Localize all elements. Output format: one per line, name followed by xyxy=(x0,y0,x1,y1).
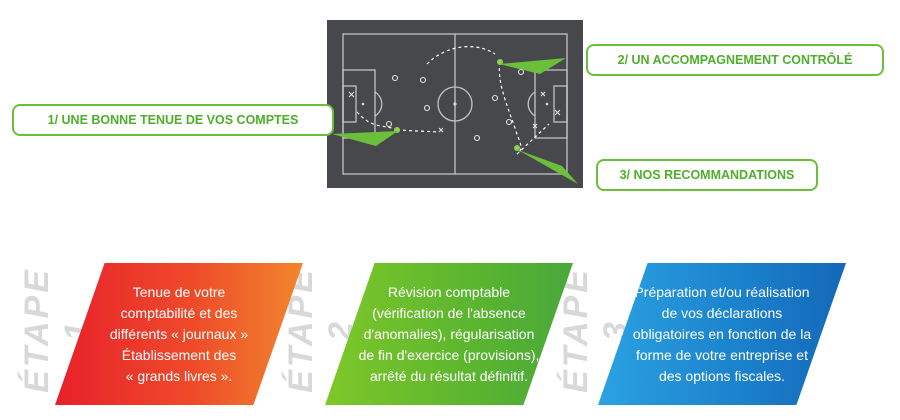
step3-line: de vos déclarations xyxy=(661,304,783,321)
step2-line: arrêté du résultat définitif. xyxy=(370,367,528,384)
step1-line: différents « journaux » xyxy=(109,325,249,342)
connector-arrow-step2 xyxy=(499,58,566,74)
step1-panel: Tenue de votre comptabilité et des diffé… xyxy=(55,263,303,405)
connector-arrow-step1 xyxy=(332,131,398,146)
step1-label: ÉTAPE 1 xyxy=(18,267,96,393)
callout-step1: 1/ UNE BONNE TENUE DE VOS COMPTES xyxy=(12,104,334,136)
step2-line: Révision comptable xyxy=(387,283,511,300)
step2-line: (vérification de l'absence xyxy=(372,304,526,321)
step1-line: comptabilité et des xyxy=(120,304,238,321)
tactic-board-image xyxy=(327,20,583,188)
callout-step1-text: 1/ UNE BONNE TENUE DE VOS COMPTES xyxy=(47,113,299,127)
callout-step2: 2/ UN ACCOMPAGNEMENT CONTRÔLÉ xyxy=(586,44,884,76)
step2-line: d'anomalies), régularisation xyxy=(363,325,535,342)
callout-step3: 3/ NOS RECOMMANDATIONS xyxy=(596,159,818,191)
callout-step2-text: 2/ UN ACCOMPAGNEMENT CONTRÔLÉ xyxy=(617,53,853,67)
step3-line: obligatoires en fonction de la xyxy=(632,325,812,342)
step1-description: Tenue de votre comptabilité et des diffé… xyxy=(81,282,277,387)
step3-line: forme de votre entreprise et xyxy=(636,346,808,363)
football-pitch-drawing xyxy=(342,33,568,175)
step1-line: Établissement des xyxy=(121,346,237,363)
step1-line: « grands livres ». xyxy=(125,367,233,384)
step2-line: de fin d'exercice (provisions), xyxy=(358,346,540,363)
connector-arrow-step3 xyxy=(518,150,578,184)
callout-step3-text: 3/ NOS RECOMMANDATIONS xyxy=(619,168,795,182)
step2-description: Révision comptable (vérification de l'ab… xyxy=(351,282,547,387)
step3-line: des options fiscales. xyxy=(658,367,786,384)
step3-line: Préparation et/ou réalisation xyxy=(634,283,810,300)
step3-description: Préparation et/ou réalisation de vos déc… xyxy=(624,282,820,387)
step1-line: Tenue de votre xyxy=(132,283,226,300)
